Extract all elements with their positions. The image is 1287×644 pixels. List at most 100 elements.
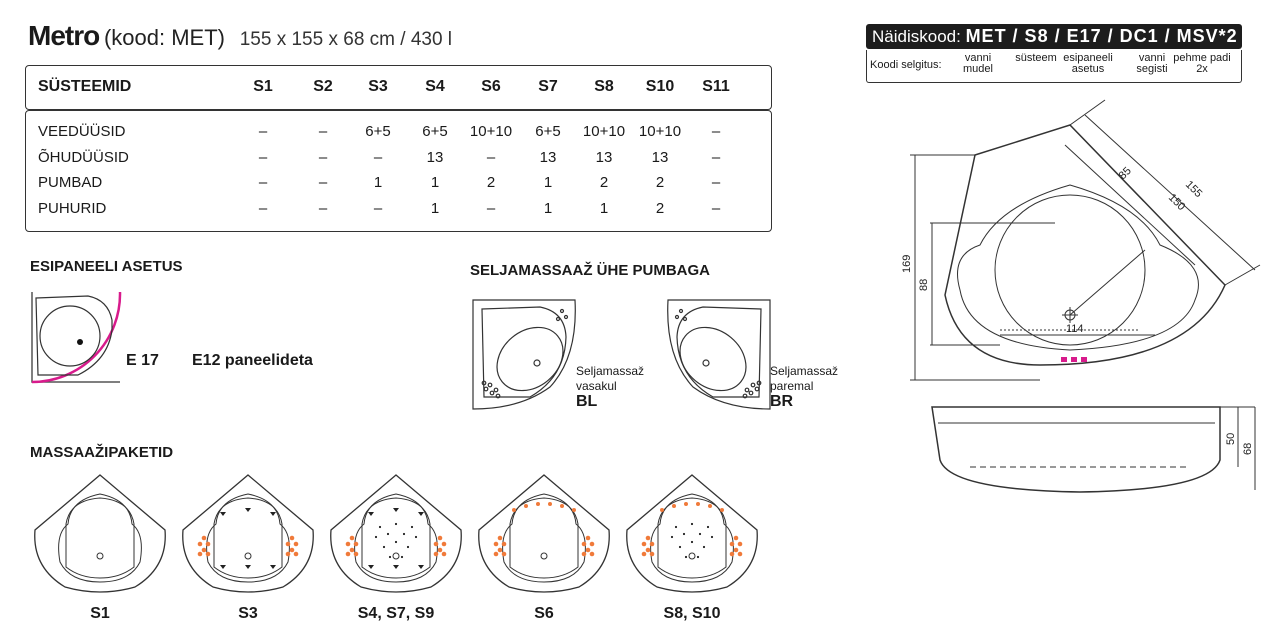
table-cell: 13 — [651, 148, 669, 166]
e17-label: E 17 — [126, 352, 159, 369]
table-cell: 6+5 — [535, 123, 561, 140]
technical-drawing: 155 150 85 169 88 114 50 68 — [901, 99, 1261, 493]
table-cell: – — [318, 148, 328, 166]
table-cell: 10+10 — [469, 123, 513, 140]
package-label: S3 — [238, 605, 258, 622]
package-s1: S1 — [30, 472, 170, 623]
dim-68: 68 — [1242, 443, 1254, 455]
table-cell: 1 — [430, 199, 440, 217]
row-label: ÕHUDÜÜSID — [38, 148, 129, 166]
sample-code: Näidiskood: MET / S8 / E17 / DC1 / MSV*2 — [866, 24, 1242, 49]
packages-heading: MASSAAŽIPAKETID — [30, 444, 174, 461]
table-row: VEEDÜÜSID – – 6+5 6+5 10+10 6+5 10+10 10+10 – — [38, 123, 768, 145]
br-code: BR — [770, 393, 794, 410]
systems-header: SÜSTEEMID — [38, 78, 132, 95]
table-cell: – — [373, 199, 383, 217]
table-cell: 10+10 — [638, 123, 682, 140]
code-explanation-item: esipaneeli asetus — [1063, 52, 1113, 75]
table-cell: 2 — [599, 174, 609, 191]
sample-code-value: MET / S8 / E17 / DC1 / MSV*2 — [965, 26, 1238, 46]
model-dimensions: 155 x 155 x 68 cm / 430 l — [239, 29, 453, 50]
package-s3: S3 — [178, 472, 318, 623]
column-header: S6 — [481, 78, 501, 95]
table-cell: 13 — [595, 148, 613, 166]
row-label: VEEDÜÜSID — [38, 123, 126, 140]
package-s4-s7-s9: S4, S7, S9 — [326, 472, 466, 623]
panel-diagram — [31, 291, 122, 384]
panel-heading: ESIPANEELI ASETUS — [30, 258, 183, 275]
back-massage-left-diagram — [472, 299, 576, 410]
table-cell: – — [711, 174, 721, 191]
code-explanation-item: pehme padi 2x — [1173, 52, 1231, 75]
column-header: S7 — [538, 78, 558, 95]
systems-table-header: SÜSTEEMID S1 S2 S3 S4 S6 S7 S8 S10 S11 — [25, 65, 772, 110]
table-cell: – — [486, 199, 496, 217]
package-tub-diagram — [626, 474, 758, 593]
table-cell: – — [711, 123, 721, 140]
column-header: S4 — [425, 78, 445, 95]
table-cell: – — [318, 174, 328, 191]
table-cell: 13 — [426, 148, 444, 166]
table-cell: 13 — [539, 148, 557, 166]
code-explanation-item: vanni mudel — [963, 52, 993, 75]
code-explanation-item: süsteem — [1015, 52, 1057, 64]
table-cell: 1 — [543, 174, 553, 191]
package-label: S1 — [90, 605, 110, 622]
table-cell: 6+5 — [365, 123, 391, 140]
product-title: Metro (kood: MET) 155 x 155 x 68 cm / 43… — [28, 20, 452, 52]
package-label: S6 — [534, 605, 554, 622]
bl-code: BL — [576, 393, 598, 410]
table-cell: 2 — [486, 174, 496, 191]
br-text2: paremal — [770, 379, 814, 393]
dim-85: 85 — [1117, 165, 1134, 182]
e12-label: E12 paneelideta — [192, 352, 313, 369]
table-cell: – — [258, 199, 268, 217]
package-tub-diagram — [34, 474, 166, 593]
back-massage-right: Seljamassaž paremal BR — [770, 364, 839, 410]
table-cell: 6+5 — [422, 123, 448, 140]
bl-text2: vasakul — [576, 379, 617, 393]
code-explanation-label: Koodi selgitus: — [870, 59, 942, 71]
table-cell: 2 — [655, 174, 665, 191]
bl-text1: Seljamassaž — [576, 364, 645, 378]
package-tub-diagram — [182, 474, 314, 593]
code-explanation: Koodi selgitus: vanni mudel süsteem esipan… — [866, 50, 1242, 83]
column-header: S11 — [702, 78, 730, 95]
table-cell: – — [258, 148, 268, 166]
sample-code-label: Näidiskood: — [872, 27, 961, 46]
model-name: Metro — [28, 20, 100, 51]
table-cell: – — [711, 148, 721, 166]
column-header: S1 — [253, 78, 273, 95]
table-cell: 1 — [599, 199, 609, 217]
column-header: S3 — [368, 78, 388, 95]
package-s8-s10: S8, S10 — [622, 472, 762, 623]
row-label: PUHURID — [38, 199, 107, 217]
br-text1: Seljamassaž — [770, 364, 839, 378]
dim-88: 88 — [918, 279, 930, 291]
package-tub-diagram — [478, 474, 610, 593]
package-s6: S6 — [474, 472, 614, 623]
dim-169: 169 — [901, 255, 913, 273]
code-explanation-item: vanni segisti — [1136, 52, 1168, 75]
column-header: S10 — [645, 78, 675, 95]
table-cell: – — [318, 123, 328, 140]
package-label: S4, S7, S9 — [357, 605, 435, 622]
table-cell: – — [711, 199, 721, 217]
package-label: S8, S10 — [663, 605, 721, 622]
column-header: S2 — [313, 78, 333, 95]
table-cell: – — [258, 123, 268, 140]
table-cell: – — [258, 174, 268, 191]
table-cell: – — [373, 148, 383, 166]
table-cell: 1 — [543, 199, 553, 217]
dim-150: 150 — [1166, 192, 1187, 213]
row-label: PUMBAD — [38, 174, 103, 191]
table-cell: 10+10 — [582, 123, 626, 140]
table-cell: – — [318, 199, 328, 217]
column-header: S8 — [594, 78, 614, 95]
back-massage-right-diagram — [667, 299, 771, 410]
dim-114: 114 — [1066, 323, 1084, 335]
